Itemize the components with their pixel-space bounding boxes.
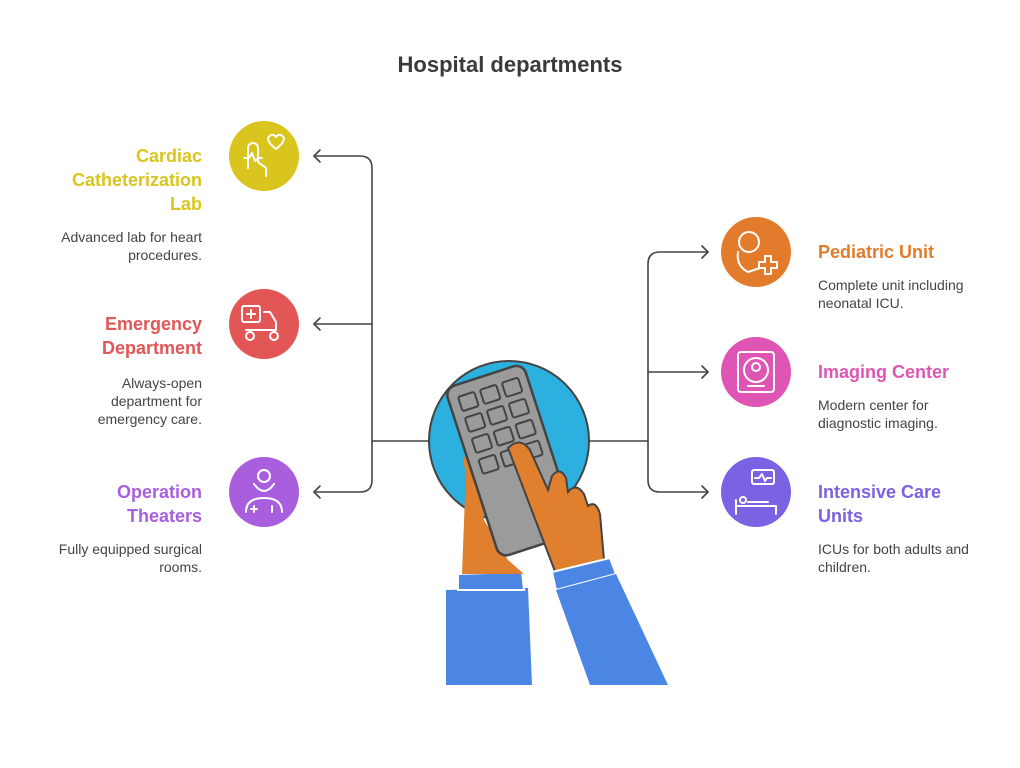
connector-operation [313, 440, 373, 493]
left-sleeve [446, 588, 532, 685]
pediatric-title: Pediatric Unit [818, 242, 935, 262]
mri-scanner-icon [721, 337, 791, 407]
connector-cardiac [313, 155, 373, 442]
connector-icu [647, 440, 709, 493]
page-title: Hospital departments [397, 52, 623, 77]
icu-title: Intensive Care Units [818, 482, 942, 526]
connector-pediatric [647, 251, 709, 442]
arrowhead-imaging [701, 365, 709, 379]
left-cuff [457, 570, 526, 591]
hand-calculator-illustration [428, 360, 668, 685]
emergency-title: Emergency Department [101, 314, 202, 358]
operation-title: Operation Theaters [116, 482, 202, 526]
icu-description: ICUs for both adults and children. [818, 541, 969, 575]
pediatric-description: Complete unit including neonatal ICU. [818, 277, 964, 311]
imaging-description: Modern center for diagnostic imaging. [818, 397, 938, 431]
hospital-bed-icon [721, 457, 791, 527]
heart-hand-icon [229, 121, 299, 191]
surgeon-icon [229, 457, 299, 527]
cardiac-title: Cardiac Catheterization Lab [71, 146, 202, 214]
connector-lines [313, 149, 709, 499]
arrowhead-operation [313, 485, 321, 499]
arrowhead-icu [701, 485, 709, 499]
arrowhead-cardiac [313, 149, 321, 163]
emergency-description: Always-open department for emergency car… [97, 375, 202, 427]
imaging-title: Imaging Center [818, 362, 950, 382]
cardiac-description: Advanced lab for heart procedures. [61, 229, 202, 263]
arrowhead-pediatric [701, 245, 709, 259]
right-sleeve [556, 574, 668, 685]
baby-icon [721, 217, 791, 287]
ambulance-icon [229, 289, 299, 359]
arrowhead-emergency [313, 317, 321, 331]
operation-description: Fully equipped surgical rooms. [58, 541, 202, 575]
right-hand [506, 441, 606, 576]
